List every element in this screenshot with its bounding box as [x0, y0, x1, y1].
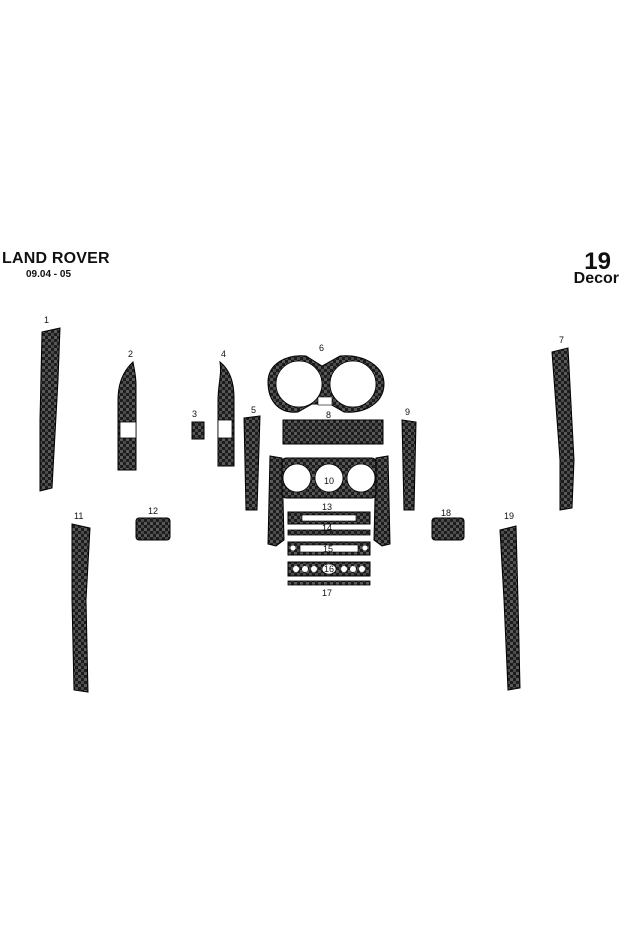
trim-piece-12 — [135, 517, 171, 541]
trim-piece-11 — [71, 523, 91, 693]
part-label-16: 16 — [324, 564, 334, 574]
trim-piece-19 — [499, 525, 521, 691]
model-years: 09.04 - 05 — [26, 269, 72, 280]
part-label-17: 17 — [322, 588, 332, 598]
part-label-13: 13 — [322, 502, 332, 512]
trim-piece-13 — [287, 511, 371, 525]
part-label-4: 4 — [221, 349, 226, 359]
trim-piece-3 — [191, 421, 205, 440]
trim-piece-7 — [551, 347, 575, 511]
part-label-2: 2 — [128, 349, 133, 359]
trim-piece-17 — [287, 580, 371, 586]
trim-piece-2 — [117, 361, 137, 471]
part-label-10: 10 — [324, 476, 334, 486]
part-label-6: 6 — [319, 343, 324, 353]
trim-piece-14 — [287, 529, 371, 536]
trim-piece-8 — [282, 419, 384, 445]
part-label-14: 14 — [322, 523, 332, 533]
part-label-19: 19 — [504, 511, 514, 521]
kit-type: Decor — [573, 270, 619, 287]
part-label-8: 8 — [326, 410, 331, 420]
part-label-1: 1 — [44, 315, 49, 325]
part-label-12: 12 — [148, 506, 158, 516]
trim-piece-4 — [217, 360, 235, 467]
part-label-5: 5 — [251, 405, 256, 415]
trim-piece-5 — [243, 415, 261, 511]
part-label-9: 9 — [405, 407, 410, 417]
trim-piece-1 — [39, 327, 61, 492]
part-label-11: 11 — [74, 511, 83, 521]
piece-count: 19 — [584, 248, 611, 275]
trim-piece-6 — [267, 355, 385, 413]
trim-piece-15 — [287, 541, 371, 556]
brand-title: LAND ROVER — [2, 250, 110, 267]
part-label-3: 3 — [192, 409, 197, 419]
trim-piece-18 — [431, 517, 465, 541]
part-label-15: 15 — [323, 544, 333, 554]
trim-piece-10 — [267, 455, 391, 547]
part-label-18: 18 — [441, 508, 451, 518]
trim-piece-9 — [401, 419, 417, 511]
part-label-7: 7 — [559, 335, 564, 345]
trim-piece-16 — [287, 561, 371, 577]
